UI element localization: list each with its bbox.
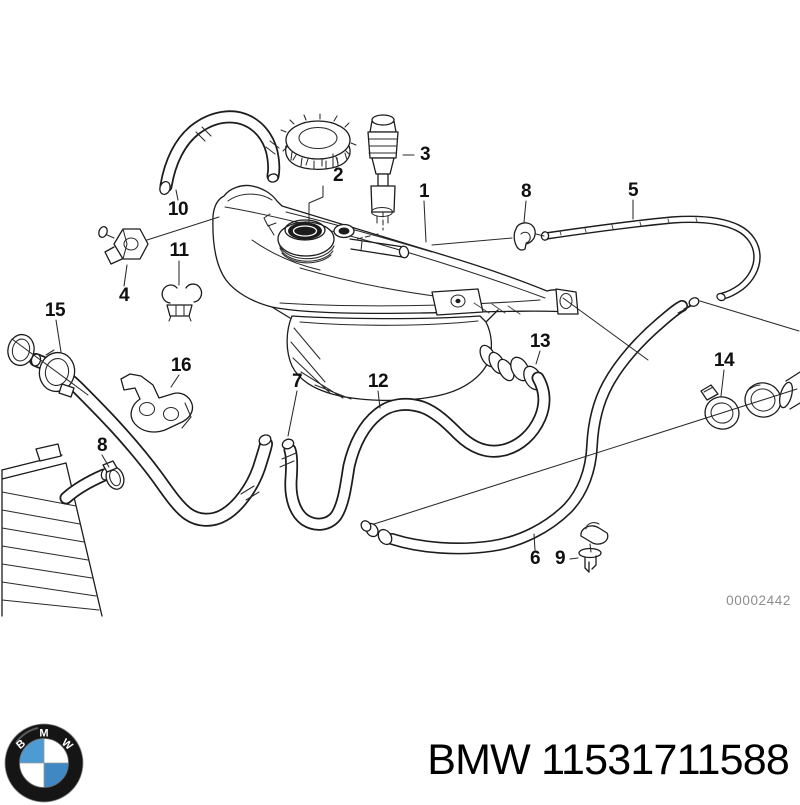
bmw-logo: B M W xyxy=(4,723,84,803)
vent-hose-5 xyxy=(540,215,761,302)
water-hose-6 xyxy=(360,297,700,555)
part-label-13[interactable]: 13 xyxy=(529,331,551,352)
part-label-8[interactable]: 8 xyxy=(96,435,108,456)
diagram-number: 00002442 xyxy=(726,593,791,608)
part-label-8[interactable]: 8 xyxy=(520,181,532,202)
part-label-10[interactable]: 10 xyxy=(167,199,189,220)
part-label-16[interactable]: 16 xyxy=(170,355,192,376)
hose-clip-8-top xyxy=(513,222,536,251)
parts-diagram xyxy=(1,110,800,617)
part-label-5[interactable]: 5 xyxy=(627,180,639,201)
leader-lines xyxy=(11,153,800,560)
part-label-1[interactable]: 1 xyxy=(418,181,430,202)
retaining-clip-11 xyxy=(161,283,203,322)
part-label-12[interactable]: 12 xyxy=(367,371,389,392)
part-label-4[interactable]: 4 xyxy=(118,285,130,306)
holder-bracket-16 xyxy=(120,373,194,433)
vent-valve xyxy=(367,114,399,224)
part-label-6[interactable]: 6 xyxy=(529,548,541,569)
part-label-14[interactable]: 14 xyxy=(713,350,735,371)
plug-nut-4 xyxy=(98,226,149,265)
vent-hose-10 xyxy=(159,110,281,196)
part-label-11[interactable]: 11 xyxy=(169,240,189,261)
bmw-logo-letter-m: M xyxy=(39,728,48,740)
part-label-2[interactable]: 2 xyxy=(332,165,344,186)
part-label-9[interactable]: 9 xyxy=(554,548,566,569)
filler-cap xyxy=(280,113,357,170)
expanding-rivet-9 xyxy=(578,522,609,573)
water-hose-12 xyxy=(279,371,551,531)
part-label-3[interactable]: 3 xyxy=(419,144,431,165)
part-label-7[interactable]: 7 xyxy=(291,371,303,392)
expansion-tank xyxy=(212,184,579,402)
radiator xyxy=(1,443,112,617)
pipe-stub-right xyxy=(778,371,800,410)
part-label-15[interactable]: 15 xyxy=(44,300,66,321)
part-number-text: BMW 11531711588 xyxy=(427,736,790,784)
